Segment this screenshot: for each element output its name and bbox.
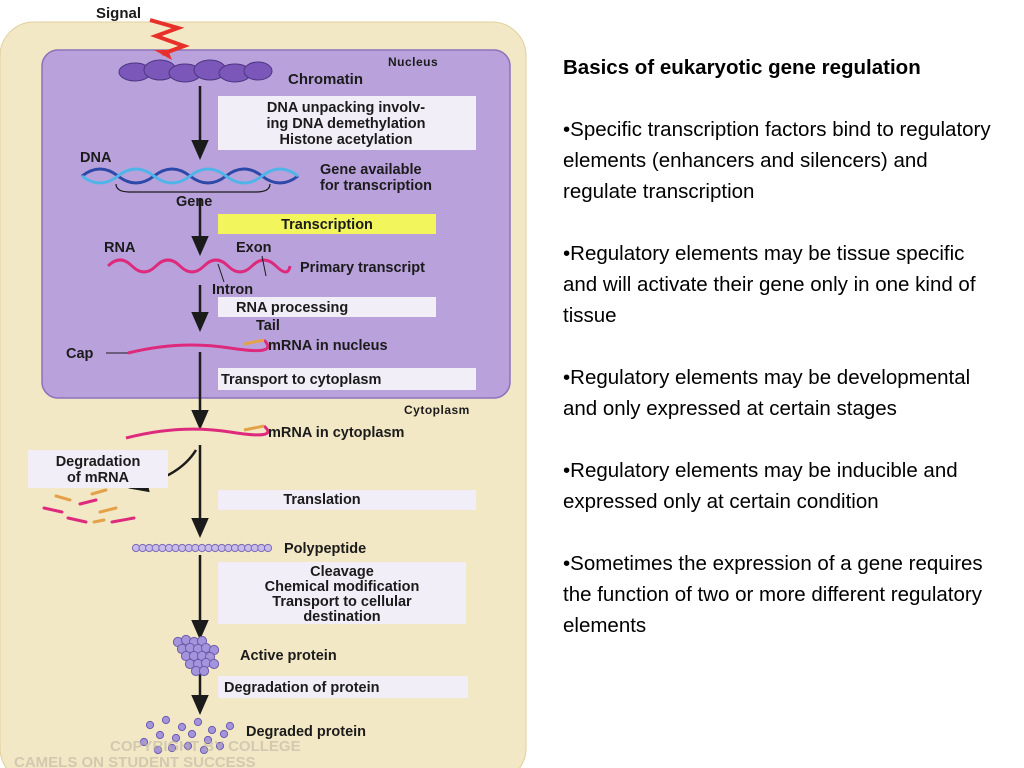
transcription-highlight-box bbox=[218, 214, 436, 234]
mrna-fragments-icon bbox=[42, 488, 136, 524]
protein-fragment bbox=[161, 715, 171, 725]
panel-heading: Basics of eukaryotic gene regulation bbox=[563, 56, 921, 79]
degradation-mrna-box bbox=[28, 450, 168, 488]
degradation-protein-label: Degradation of protein bbox=[224, 680, 379, 696]
protein-fragment bbox=[225, 721, 235, 731]
unpacking-line-2: ing DNA demethylation bbox=[267, 116, 426, 132]
protein-subunit bbox=[198, 665, 210, 677]
modification-box bbox=[218, 562, 466, 624]
translation-box bbox=[218, 490, 476, 510]
protein-fragment bbox=[153, 745, 163, 755]
mrna-cytoplasm-strand bbox=[125, 424, 270, 440]
gene-bracket bbox=[115, 183, 271, 193]
mrna-cytoplasm-label: mRNA in cytoplasm bbox=[268, 425, 404, 441]
dna-double-helix-icon bbox=[81, 167, 299, 185]
modification-line-1: Cleavage bbox=[310, 564, 374, 580]
gene-label: Gene bbox=[176, 194, 212, 210]
intron-label: Intron bbox=[212, 282, 253, 298]
protein-fragment bbox=[219, 729, 229, 739]
bullet-3: •Regulatory elements may be developmenta… bbox=[563, 366, 971, 420]
polypeptide-chain-icon bbox=[131, 543, 273, 553]
rna-processing-box bbox=[218, 297, 436, 317]
chromatin-icon bbox=[118, 59, 273, 83]
dna-label: DNA bbox=[80, 150, 112, 166]
unpacking-line-1: DNA unpacking involv- bbox=[267, 100, 425, 116]
unpacking-line-3: Histone acetylation bbox=[280, 132, 413, 148]
protein-subunit bbox=[208, 658, 220, 670]
watermark-line-2: CAMELS ON STUDENT SUCCESS bbox=[14, 754, 256, 768]
transport-box bbox=[218, 368, 476, 390]
tail-segment bbox=[243, 338, 265, 346]
rna-label: RNA bbox=[104, 240, 136, 256]
cytoplasm-label: Cytoplasm bbox=[404, 403, 470, 417]
translation-label: Translation bbox=[283, 492, 360, 508]
exon-label: Exon bbox=[236, 240, 271, 256]
cap-label: Cap bbox=[66, 346, 94, 362]
protein-fragment bbox=[155, 730, 165, 740]
protein-fragment bbox=[167, 743, 177, 753]
amino-acid-bead bbox=[263, 543, 273, 553]
protein-fragment bbox=[203, 735, 213, 745]
signal-label: Signal bbox=[96, 5, 141, 22]
cytoplasm-tail-segment bbox=[243, 424, 265, 432]
protein-fragment bbox=[193, 717, 203, 727]
modification-line-4: destination bbox=[303, 609, 380, 625]
chromatin-label: Chromatin bbox=[288, 71, 363, 88]
protein-fragment bbox=[199, 745, 209, 755]
protein-fragment bbox=[177, 722, 187, 732]
degraded-protein-label: Degraded protein bbox=[246, 724, 366, 740]
gene-regulation-diagram: Signal Nucleus Cytoplasm Chromatin DNA u… bbox=[0, 5, 527, 768]
protein-fragment bbox=[139, 737, 149, 747]
exon-pointer bbox=[261, 255, 267, 277]
protein-fragment bbox=[187, 729, 197, 739]
protein-fragment bbox=[207, 725, 217, 735]
degraded-protein-icon bbox=[139, 715, 235, 755]
signal-bolt-icon bbox=[149, 18, 190, 56]
bullet-2: •Regulatory elements may be tissue speci… bbox=[563, 242, 976, 327]
bullet-5: •Sometimes the expression of a gene requ… bbox=[563, 552, 983, 637]
protein-fragment bbox=[171, 733, 181, 743]
transport-label: Transport to cytoplasm bbox=[221, 372, 381, 388]
gene-available-line-1: Gene available bbox=[320, 162, 422, 178]
watermark-line-1: COPYRIGHT BY COLLEGE bbox=[110, 738, 301, 755]
modification-line-3: Transport to cellular bbox=[272, 594, 412, 610]
primary-transcript-label: Primary transcript bbox=[300, 260, 425, 276]
degradation-protein-box bbox=[218, 676, 468, 698]
bullet-1: •Specific transcription factors bind to … bbox=[563, 118, 991, 203]
transcription-label: Transcription bbox=[281, 217, 373, 233]
nucleus-label: Nucleus bbox=[388, 55, 438, 69]
polypeptide-label: Polypeptide bbox=[284, 541, 366, 557]
protein-fragment bbox=[215, 741, 225, 751]
primary-transcript-strand bbox=[106, 258, 292, 274]
active-protein-icon bbox=[172, 634, 220, 677]
degradation-mrna-line-2: of mRNA bbox=[67, 470, 130, 486]
text-panel: Basics of eukaryotic gene regulation •Sp… bbox=[563, 52, 993, 672]
degradation-mrna-line-1: Degradation bbox=[56, 454, 141, 470]
bullet-4: •Regulatory elements may be inducible an… bbox=[563, 459, 958, 513]
modification-line-2: Chemical modification bbox=[265, 579, 420, 595]
mrna-nucleus-strand bbox=[127, 338, 270, 355]
active-protein-label: Active protein bbox=[240, 648, 337, 664]
unpacking-box bbox=[218, 96, 476, 150]
signal-arrow-tip bbox=[154, 50, 172, 60]
mrna-nucleus-label: mRNA in nucleus bbox=[268, 338, 388, 354]
gene-available-line-2: for transcription bbox=[320, 178, 432, 194]
rna-processing-label: RNA processing bbox=[236, 300, 348, 316]
protein-fragment bbox=[145, 720, 155, 730]
intron-pointer bbox=[217, 263, 225, 283]
tail-label: Tail bbox=[256, 318, 280, 334]
protein-fragment bbox=[183, 741, 193, 751]
